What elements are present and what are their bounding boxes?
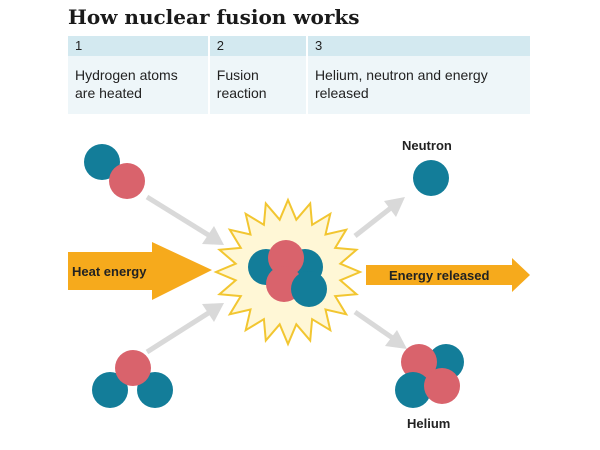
- energy-released-arrow: Energy released: [366, 258, 530, 292]
- step-2-description: Fusion reaction: [210, 56, 306, 102]
- heat-energy-label: Heat energy: [72, 264, 147, 279]
- step-1-description: Hydrogen atoms are heated: [68, 56, 208, 102]
- neutron-particle: [137, 372, 173, 408]
- steps-table: 1 Hydrogen atoms are heated 2 Fusion rea…: [68, 36, 530, 114]
- step-1-number: 1: [68, 36, 208, 56]
- proton-particle: [401, 344, 437, 380]
- neutron-particle: [291, 271, 327, 307]
- neutron-particle: [92, 372, 128, 408]
- step-3-text-line-2: released: [314, 85, 369, 101]
- step-3: 3 Helium, neutron and energy released: [305, 36, 530, 114]
- proton-particle: [109, 163, 145, 199]
- fusing-nucleus: [248, 240, 327, 307]
- step-2: 2 Fusion reaction: [207, 36, 306, 114]
- step-1-text-line-1: Hydrogen atoms: [75, 67, 178, 83]
- neutron-particle: [413, 160, 449, 196]
- proton-particle: [115, 350, 151, 386]
- path-arrows: [145, 194, 407, 355]
- arrow-hydrogen-top-to-center: [145, 194, 224, 245]
- step-2-text-line-2: reaction: [216, 85, 267, 101]
- proton-particle: [268, 240, 304, 276]
- arrow-center-to-helium: [353, 309, 407, 349]
- step-3-number: 3: [307, 36, 530, 56]
- step-3-text-line-1: Helium, neutron and energy: [314, 67, 488, 83]
- step-1-text-line-2: are heated: [75, 85, 142, 101]
- proton-particle: [424, 368, 460, 404]
- neutron-label: Neutron: [402, 138, 452, 153]
- neutron-particle: [84, 144, 120, 180]
- step-3-description: Helium, neutron and energy released: [308, 56, 530, 102]
- neutron-particle: [395, 372, 431, 408]
- hydrogen-atom-top: [84, 144, 145, 199]
- helium-label: Helium: [407, 416, 450, 431]
- step-1: 1 Hydrogen atoms are heated: [68, 36, 208, 114]
- helium-atom: Helium: [395, 344, 464, 431]
- step-2-number: 2: [209, 36, 306, 56]
- heat-energy-arrow: Heat energy: [68, 242, 212, 300]
- energy-released-label: Energy released: [389, 268, 490, 283]
- hydrogen-atom-bottom: [92, 350, 173, 408]
- neutron-output: Neutron: [402, 138, 452, 196]
- page-title: How nuclear fusion works: [68, 5, 360, 29]
- arrow-center-to-neutron: [353, 197, 405, 238]
- step-2-text-line-1: Fusion: [216, 67, 259, 83]
- arrow-hydrogen-bottom-to-center: [145, 303, 224, 355]
